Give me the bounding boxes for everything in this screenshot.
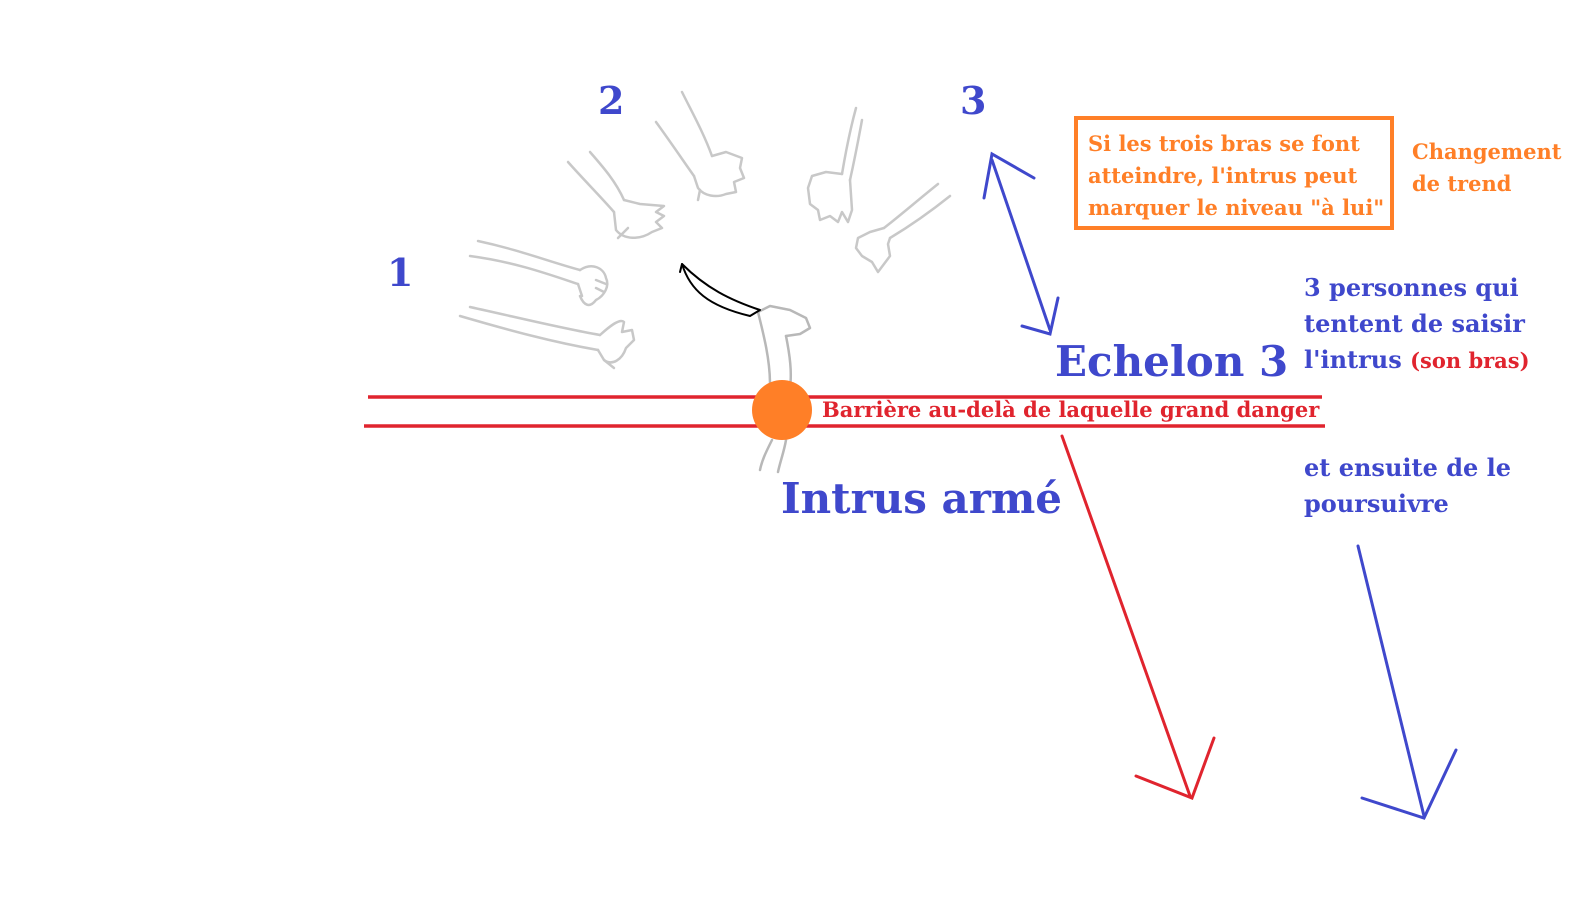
trend-line-1: Changement xyxy=(1412,139,1562,164)
intruder-dot xyxy=(752,380,812,440)
intruder-arm xyxy=(756,304,812,474)
group-label-3: 3 xyxy=(960,78,987,123)
barrier-label: Barrière au-delà de laquelle grand dange… xyxy=(822,397,1320,422)
condition-line-3: marquer le niveau "à lui" xyxy=(1088,195,1385,220)
pursue-line-1: et ensuite de le xyxy=(1304,453,1512,482)
double-arrow xyxy=(982,151,1060,336)
arm-3a xyxy=(806,106,864,224)
condition-text: Si les trois bras se font atteindre, l'i… xyxy=(1088,128,1384,224)
blue-arrow xyxy=(1356,544,1458,820)
pursue-label: et ensuite de le poursuivre xyxy=(1304,450,1511,522)
condition-line-2: atteindre, l'intrus peut xyxy=(1088,163,1358,188)
condition-box: Si les trois bras se font atteindre, l'i… xyxy=(1074,116,1394,230)
trend-label: Changement de trend xyxy=(1412,136,1561,200)
echelon-label: Echelon 3 xyxy=(1055,337,1289,386)
arm-1b xyxy=(458,305,636,370)
people-label: 3 personnes qui tentent de saisir l'intr… xyxy=(1304,270,1530,379)
arm-2a xyxy=(566,150,666,240)
red-arrow xyxy=(1060,434,1216,800)
pursue-line-2: poursuivre xyxy=(1304,489,1449,518)
people-line-2: tentent de saisir xyxy=(1304,309,1525,338)
people-line-3: l'intrus (son bras) xyxy=(1304,342,1530,379)
people-line-3-text: l'intrus xyxy=(1304,345,1402,374)
arm-1a xyxy=(468,239,609,307)
condition-line-1: Si les trois bras se font xyxy=(1088,131,1360,156)
reaching-arms xyxy=(458,90,952,474)
arm-3b xyxy=(854,182,952,274)
knife-icon xyxy=(679,263,761,317)
arm-note: (son bras) xyxy=(1410,348,1530,373)
intruder-label: Intrus armé xyxy=(781,474,1063,523)
trend-line-2: de trend xyxy=(1412,171,1512,196)
barrier-lines xyxy=(364,395,1325,428)
people-line-1: 3 personnes qui xyxy=(1304,273,1519,302)
group-label-2: 2 xyxy=(598,78,625,123)
group-label-1: 1 xyxy=(387,250,414,295)
arm-2b xyxy=(654,90,746,202)
